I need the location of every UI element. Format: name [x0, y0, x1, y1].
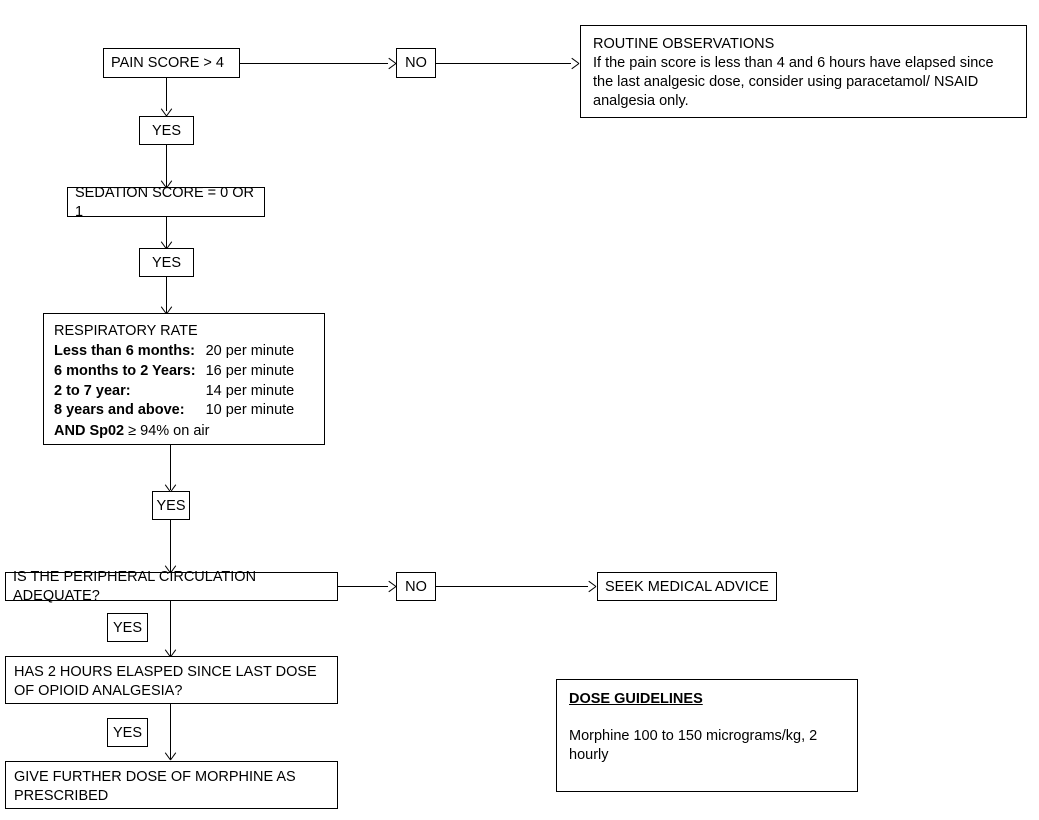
panel-routine-observations: ROUTINE OBSERVATIONS If the pain score i… — [580, 25, 1027, 118]
arrowhead-pain-to-yes1 — [161, 107, 172, 115]
edge-circulation-to-two-hours — [170, 601, 171, 656]
edge-circulation-to-no2 — [338, 586, 388, 587]
node-seek-medical-advice-label: SEEK MEDICAL ADVICE — [605, 578, 769, 595]
edge-yes3-to-circulation — [170, 520, 171, 572]
rr-age-2: 2 to 7 year: — [54, 382, 131, 399]
node-peripheral-circulation: IS THE PERIPHERAL CIRCULATION ADEQUATE? — [5, 569, 338, 604]
node-yes-2: YES — [139, 248, 194, 277]
panel-dose-guidelines: DOSE GUIDELINES Morphine 100 to 150 micr… — [556, 679, 858, 792]
rr-rate-3: 10 per minute — [205, 402, 295, 419]
spo2-label: AND Sp02 — [54, 423, 125, 440]
arrowhead-respiratory-to-yes3 — [165, 483, 176, 491]
node-peripheral-circulation-label: IS THE PERIPHERAL CIRCULATION ADEQUATE? — [13, 569, 257, 604]
arrowhead-yes2-to-respiratory — [161, 305, 172, 313]
node-yes-3: YES — [152, 491, 190, 520]
node-give-morphine: GIVE FURTHER DOSE OF MORPHINE AS PRESCRI… — [5, 761, 338, 809]
arrowhead-pain-to-no — [387, 58, 395, 69]
node-yes-3-label: YES — [156, 497, 186, 514]
node-no-1: NO — [396, 48, 436, 78]
edge-no-to-observations — [436, 63, 571, 64]
arrowhead-circulation-to-two-hours — [165, 648, 176, 656]
edge-two-hours-to-give-morphine — [170, 704, 171, 759]
respiratory-rate-title: RESPIRATORY RATE — [54, 323, 198, 339]
table-row: 2 to 7 year: 14 per minute — [54, 382, 294, 402]
rr-age-3: 8 years and above: — [54, 402, 185, 419]
node-give-morphine-label: GIVE FURTHER DOSE OF MORPHINE AS PRESCRI… — [14, 769, 296, 804]
node-pain-score: PAIN SCORE > 4 — [103, 48, 240, 78]
rr-age-0: Less than 6 months: — [54, 342, 195, 359]
edge-no2-to-seek-advice — [436, 586, 588, 587]
node-yes-1: YES — [139, 116, 194, 145]
arrowhead-sedation-to-yes2 — [161, 240, 172, 248]
spo2-value: ≥ 94% on air — [128, 423, 210, 440]
edge-pain-to-no — [240, 63, 388, 64]
arrowhead-two-hours-to-give-morphine — [165, 751, 176, 759]
node-yes-4-label: YES — [112, 619, 142, 636]
node-two-hours-elapsed: HAS 2 HOURS ELASPED SINCE LAST DOSE OF O… — [5, 656, 338, 704]
edge-pain-to-yes1 — [166, 78, 167, 111]
node-no-2: NO — [396, 572, 436, 601]
node-yes-2-label: YES — [151, 254, 181, 271]
rr-rate-2: 14 per minute — [205, 382, 295, 399]
node-pain-score-label: PAIN SCORE > 4 — [111, 55, 224, 72]
respiratory-rate-table: Less than 6 months: 20 per minute 6 mont… — [54, 342, 294, 421]
arrowhead-no2-to-seek-advice — [587, 581, 595, 592]
dose-guidelines-body: Morphine 100 to 150 micrograms/kg, 2 hou… — [569, 727, 818, 763]
table-row: 6 months to 2 Years: 16 per minute — [54, 362, 294, 382]
node-yes-5: YES — [107, 718, 148, 747]
node-two-hours-elapsed-label: HAS 2 HOURS ELASPED SINCE LAST DOSE OF O… — [14, 664, 317, 699]
rr-rate-0: 20 per minute — [205, 342, 295, 359]
rr-rate-1: 16 per minute — [205, 362, 295, 379]
table-row: 8 years and above: 10 per minute — [54, 401, 294, 421]
routine-observations-body: If the pain score is less than 4 and 6 h… — [593, 54, 994, 109]
routine-observations-title: ROUTINE OBSERVATIONS — [593, 36, 775, 52]
edge-yes1-to-sedation — [166, 145, 167, 187]
node-yes-1-label: YES — [151, 122, 181, 139]
node-no-1-label: NO — [405, 55, 427, 71]
arrowhead-circulation-to-no2 — [387, 581, 395, 592]
edge-respiratory-to-yes3 — [170, 445, 171, 490]
panel-respiratory-rate: RESPIRATORY RATE Less than 6 months: 20 … — [43, 313, 325, 445]
edge-yes2-to-respiratory — [166, 277, 167, 313]
node-seek-medical-advice: SEEK MEDICAL ADVICE — [597, 572, 777, 601]
node-sedation-score: SEDATION SCORE = 0 OR 1 — [67, 185, 265, 220]
rr-age-1: 6 months to 2 Years: — [54, 362, 196, 379]
node-yes-4: YES — [107, 613, 148, 642]
dose-guidelines-title: DOSE GUIDELINES — [569, 691, 703, 707]
table-row: Less than 6 months: 20 per minute — [54, 342, 294, 362]
node-no-2-label: NO — [405, 578, 427, 595]
node-yes-5-label: YES — [112, 724, 142, 741]
respiratory-rate-spo2-line: AND Sp02 ≥ 94% on air — [54, 421, 314, 441]
node-sedation-score-label: SEDATION SCORE = 0 OR 1 — [75, 184, 255, 220]
arrowhead-no-to-observations — [570, 58, 578, 69]
edge-sedation-to-yes2 — [166, 217, 167, 249]
